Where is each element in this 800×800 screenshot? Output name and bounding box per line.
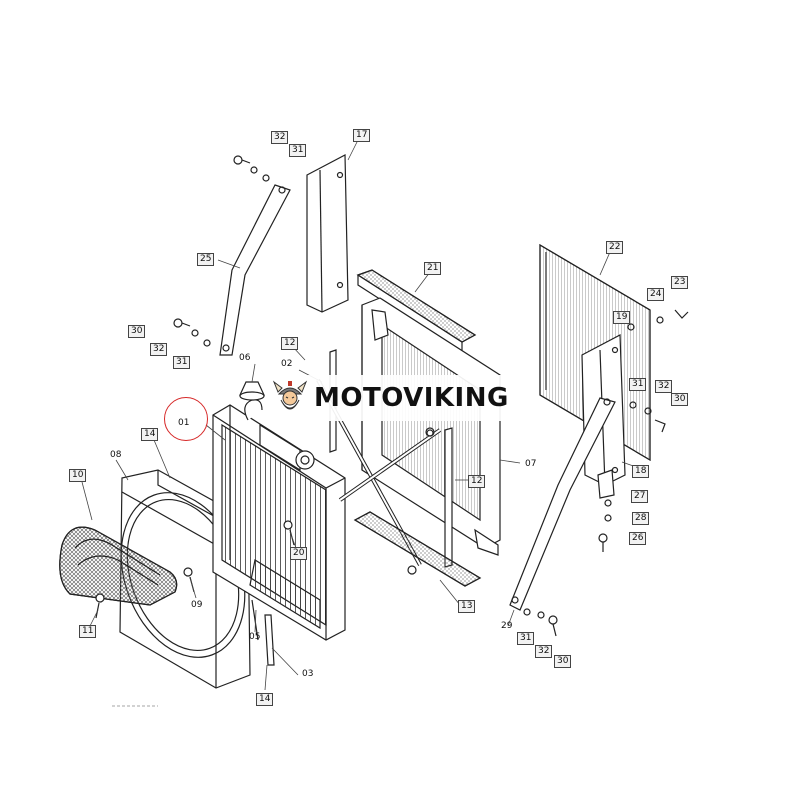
callout-26: 26 — [629, 532, 647, 545]
seal-strip-13 — [353, 511, 482, 587]
callout-32-right: 32 — [655, 380, 673, 393]
callout-21: 21 — [424, 262, 442, 275]
callout-08: 08 — [110, 450, 122, 460]
callout-32-bottom: 32 — [535, 645, 553, 658]
callout-09: 09 — [191, 600, 203, 610]
fasteners — [95, 155, 689, 637]
callout-10: 10 — [69, 469, 87, 482]
callout-11: 11 — [79, 625, 97, 638]
callout-23: 23 — [671, 276, 689, 289]
highlight-circle — [164, 397, 208, 441]
callout-17: 17 — [353, 129, 371, 142]
callout-31-right: 31 — [629, 378, 647, 391]
callout-14-upper: 14 — [141, 428, 159, 441]
radiator — [212, 399, 346, 641]
callout-03: 03 — [302, 669, 314, 679]
callout-28: 28 — [632, 512, 650, 525]
callout-02: 02 — [281, 359, 293, 369]
stay-bar-29 — [509, 397, 616, 611]
callout-29: 29 — [501, 621, 513, 631]
callout-24: 24 — [647, 288, 665, 301]
brand-watermark: MOTOVIKING — [266, 375, 534, 421]
callout-12-upper: 12 — [281, 337, 299, 350]
stay-bar-25 — [219, 184, 291, 356]
lower-hose — [251, 599, 275, 666]
brand-name: MOTOVIKING — [314, 383, 509, 413]
callout-13: 13 — [458, 600, 476, 613]
viking-head-icon — [272, 380, 308, 410]
callout-30-left: 30 — [128, 325, 146, 338]
callout-30-bottom: 30 — [554, 655, 572, 668]
callout-22: 22 — [606, 241, 624, 254]
callout-19: 19 — [613, 311, 631, 324]
callout-27: 27 — [631, 490, 649, 503]
callout-30-right: 30 — [671, 393, 689, 406]
callout-31-top: 31 — [289, 144, 307, 157]
callout-05: 05 — [249, 632, 261, 642]
fan-guard — [59, 526, 178, 606]
callout-31-bottom: 31 — [517, 632, 535, 645]
callout-32-left: 32 — [150, 343, 168, 356]
upper-bracket — [306, 154, 349, 313]
callout-12-lower: 12 — [468, 475, 486, 488]
callout-14-lower: 14 — [256, 693, 274, 706]
radiator-cap — [239, 381, 265, 401]
callout-32-top: 32 — [271, 131, 289, 144]
callout-06: 06 — [239, 353, 251, 363]
callout-25: 25 — [197, 253, 215, 266]
callout-07: 07 — [525, 459, 537, 469]
callout-31-left: 31 — [173, 356, 191, 369]
callout-18: 18 — [632, 465, 650, 478]
oil-cooler — [361, 297, 501, 556]
callout-20: 20 — [290, 547, 308, 560]
